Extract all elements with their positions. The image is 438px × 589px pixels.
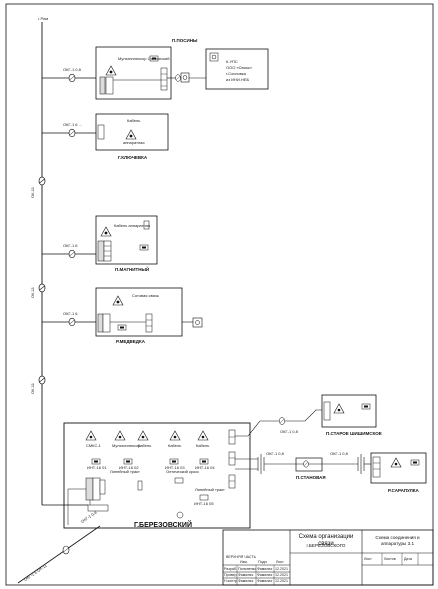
tb-row1-c2: Пилипенко [238, 567, 257, 571]
magnitny-mux-label: Кабель аппаратная [114, 223, 150, 228]
backbone-segment-label-1: ОК-11 [30, 187, 35, 198]
backbone-splice-3 [38, 375, 46, 385]
node-starosh-box [321, 394, 377, 428]
tb-row1-c4: 12.2021 [275, 567, 288, 571]
tb-row2-c1: Провер. [224, 573, 238, 577]
cable-label-klyuchevka: ОКГ-1 6 ... [63, 122, 82, 127]
berezovsky-label-7: Линейный тракт [195, 487, 225, 492]
title-block-main-sub: г.БЕРЕЗОВСКОГО [306, 543, 346, 548]
node-posyny-remote [205, 48, 269, 90]
berezovsky-mini-3: ИНТ-16 03 [165, 465, 185, 470]
stanovaya-cable-label: ОКГ-1 0,8 [266, 451, 284, 456]
node-title-magnitny: П.МАГНИТНЫЙ [115, 267, 150, 272]
berezovsky-label-1: СМКС-1 [86, 443, 101, 448]
title-block-main-title: Схема организации связи [298, 534, 354, 547]
cable-label-magnitny: ОКГ-1 6 [63, 243, 78, 248]
berezovsky-label-6: Оптический кросс [166, 469, 200, 474]
sheet-frame [5, 3, 434, 586]
tb-row3-c3: Фамилия [257, 579, 273, 583]
berezovsky-mini-2: ИНТ-16 02 [119, 465, 139, 470]
berezovsky-mini-5: ИНТ-16 05 [194, 501, 214, 506]
backbone-splice-1 [38, 176, 46, 186]
tb-row2-c2: Фамилия [238, 573, 254, 577]
link-stanovaya [235, 454, 371, 474]
node-magnitny-box [95, 215, 158, 265]
berezovsky-label-8: Линейный тракт [110, 469, 140, 474]
node-sarapulka-box [370, 452, 427, 484]
cable-label-medvedka: ОКГ-1 6 [63, 311, 78, 316]
posyny-remote-line-2: ООО «Связь» [226, 65, 252, 70]
klyuchevka-note: аппаратная [123, 140, 145, 145]
node-title-medvedka: Р.МЕДВЕДКА [116, 339, 145, 344]
node-title-posyny: П.ПОСИНЫ [172, 38, 198, 43]
berezovsky-label-2: Мультиплексор [112, 443, 141, 448]
medvedka-mux-label: Сотовая связь [132, 293, 159, 298]
node-posyny-box [95, 46, 172, 100]
medvedka-terminal [192, 317, 203, 328]
berezovsky-mini-4: ИНТ-16 04 [195, 465, 215, 470]
backbone-segment-label-3: ОК-11 [30, 383, 35, 394]
klyuchevka-mux-label: Кабель [127, 118, 141, 123]
posyny-remote-line-1: К.УПС [226, 59, 238, 64]
tb-row3-c1: Н.контр. [224, 579, 238, 583]
tb-row1-c1: Разраб. [224, 567, 237, 571]
berezovsky-mini-1: ИНТ-16 01 [87, 465, 107, 470]
branch-posyny [42, 73, 96, 83]
posyny-splice [175, 74, 181, 82]
posyny-terminal [180, 72, 190, 83]
title-block-col-6: Листов [384, 557, 396, 561]
title-block-right-title: Схема соединения и аппаратуры 3.1 [375, 535, 420, 546]
node-title-sarapulka: Р.САРАПУЛКА [388, 488, 419, 493]
node-title-berezovsky: Г.БЕРЕЗОВСКИЙ [134, 522, 192, 529]
node-title-stanovaya: П.СТАНОВАЯ [296, 475, 326, 480]
link-starosh [235, 409, 322, 437]
node-title-klyuchevka: Г.КЛЮЧЕВКА [118, 155, 148, 160]
node-berezovsky-box [63, 422, 251, 529]
node-klyuchevka-box [95, 113, 169, 151]
tb-row3-c4: 12.2021 [275, 579, 288, 583]
tb-row2-c4: 12.2021 [275, 573, 288, 577]
title-block-col-2: Подп. [258, 560, 268, 564]
backbone-splice-2 [38, 283, 46, 293]
title-block-col-5: Лист [364, 557, 372, 561]
posyny-mux-label: Мультиплексор Оптический [118, 56, 170, 61]
tb-row1-c3: Фамилия [257, 567, 273, 571]
title-block-col-3: Лист [276, 560, 284, 564]
tb-row2-c3: Фамилия [257, 573, 273, 577]
node-medvedka-box [95, 287, 183, 337]
sarapulka-cable-label: ОКГ-1 0,8 [330, 451, 348, 456]
title-block-col-4: Дата [404, 557, 412, 561]
branch-magnitny [42, 249, 96, 259]
berezovsky-label-5: Кабель [196, 443, 210, 448]
bottom-diagonal-cable [17, 525, 101, 584]
berezovsky-label-4: Кабель [168, 443, 182, 448]
backbone-top-label: • Рим [38, 16, 49, 21]
starosh-cable-label: ОКГ-1 0,8 [280, 429, 298, 434]
branch-klyuchevka [42, 128, 96, 138]
tb-row3-c2: Фамилия [238, 579, 254, 583]
posyny-remote-line-4: из ИНИ.НЕБ [226, 77, 250, 82]
node-title-starosh: П.СТАРОЕ ШИШИМСКОЕ [326, 431, 382, 436]
posyny-remote-line-3: г.Сосновка [226, 71, 246, 76]
title-block-lines [222, 529, 434, 586]
backbone-segment-label-2: ОК-11 [30, 287, 35, 298]
title-block-col-1: Изм. [240, 560, 248, 564]
branch-medvedka [42, 317, 96, 327]
berezovsky-label-3: Кабель [138, 443, 152, 448]
title-block-side: ВЕРХНЯЯ ЧАСТЬ [226, 555, 256, 559]
cable-label-posyny: ОКГ-1 0,8 [63, 67, 81, 72]
